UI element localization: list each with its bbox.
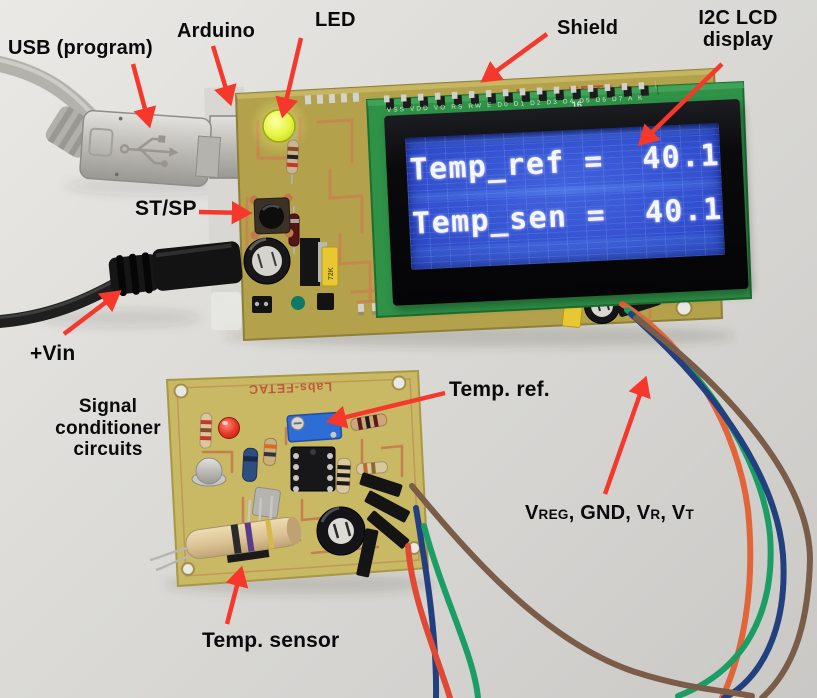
shield-label: Shield xyxy=(557,17,619,39)
opamp-ic xyxy=(290,446,336,492)
usb-label: USB (program) xyxy=(8,37,153,59)
st-sp-label: ST/SP xyxy=(135,197,197,220)
resistor xyxy=(262,437,278,466)
capacitor-marking-text: 72K xyxy=(328,267,335,280)
wire-red xyxy=(405,543,453,698)
lcd-pin16-text: 16 xyxy=(572,100,582,110)
capacitor-blue xyxy=(242,447,259,482)
electrolytic-capacitor-large xyxy=(316,506,366,556)
jumper-housings xyxy=(356,472,410,578)
pin-header xyxy=(317,293,334,310)
resistor xyxy=(285,131,300,184)
lcd-display-module: Temp_ref = 40.1 Temp_sen = 40.1 xyxy=(384,98,749,306)
resistor xyxy=(355,461,388,476)
wires-label-sub: T xyxy=(685,507,694,522)
wires-label: VREG, GND, VR, VT xyxy=(525,502,694,526)
usb-cable xyxy=(0,55,222,187)
usb-trident-icon xyxy=(119,135,179,168)
wire-blue xyxy=(628,311,787,698)
wire-brown-2 xyxy=(409,483,755,698)
diode xyxy=(288,206,300,254)
trimpot-temp-ref xyxy=(286,411,343,443)
film-capacitor: 72K xyxy=(321,246,339,287)
wires-label-part: , V xyxy=(660,502,686,524)
mounting-hole xyxy=(181,562,195,576)
status-led xyxy=(262,109,296,143)
wires-label-sub: R xyxy=(650,507,661,522)
wire-blue-2 xyxy=(413,505,440,698)
red-led xyxy=(218,417,240,439)
resistor xyxy=(199,412,213,449)
wires-label-part: , GND, V xyxy=(568,502,651,524)
metal-can-transistor xyxy=(191,457,227,487)
temp-sensor-component xyxy=(185,516,302,563)
lower-silkscreen-text: Labs-FETAC xyxy=(248,380,333,397)
lcd-pixel-grid xyxy=(405,122,726,270)
i2c-lcd-label: I2C LCD display xyxy=(698,7,778,51)
sensor-leads xyxy=(149,546,191,572)
lcd-screen: Temp_ref = 40.1 Temp_sen = 40.1 xyxy=(405,122,726,270)
wires-label-part: V xyxy=(525,502,539,524)
temp-sensor-label: Temp. sensor xyxy=(202,629,340,652)
lcd-pin-row-black xyxy=(385,85,659,109)
ceramic-capacitor xyxy=(291,296,305,310)
wire-green-2 xyxy=(421,523,481,698)
arduino-label: Arduino xyxy=(177,20,256,42)
led-label: LED xyxy=(315,9,356,31)
lcd-pin-row-solder xyxy=(383,81,657,103)
electrolytic-capacitor xyxy=(243,237,291,285)
barrel-plug xyxy=(108,241,243,297)
signal-conditioner-board: Labs-FETAC xyxy=(149,369,430,588)
signal-conditioner-label: Signal conditioner circuits xyxy=(55,396,161,460)
pin-header xyxy=(252,296,272,313)
jumper-wires xyxy=(405,301,814,698)
mounting-hole xyxy=(391,375,407,391)
wires-label-sub: REG xyxy=(538,507,569,522)
vin-label: +Vin xyxy=(30,342,76,365)
wire-brown xyxy=(633,315,814,698)
start-stop-button xyxy=(249,193,294,240)
mounting-hole xyxy=(675,299,693,317)
aluminum-component xyxy=(251,486,281,519)
resistor xyxy=(335,457,352,494)
mounting-hole xyxy=(173,383,189,399)
solder-joints xyxy=(304,92,361,105)
usb-plug xyxy=(79,109,222,187)
temp-ref-label: Temp. ref. xyxy=(449,378,550,401)
